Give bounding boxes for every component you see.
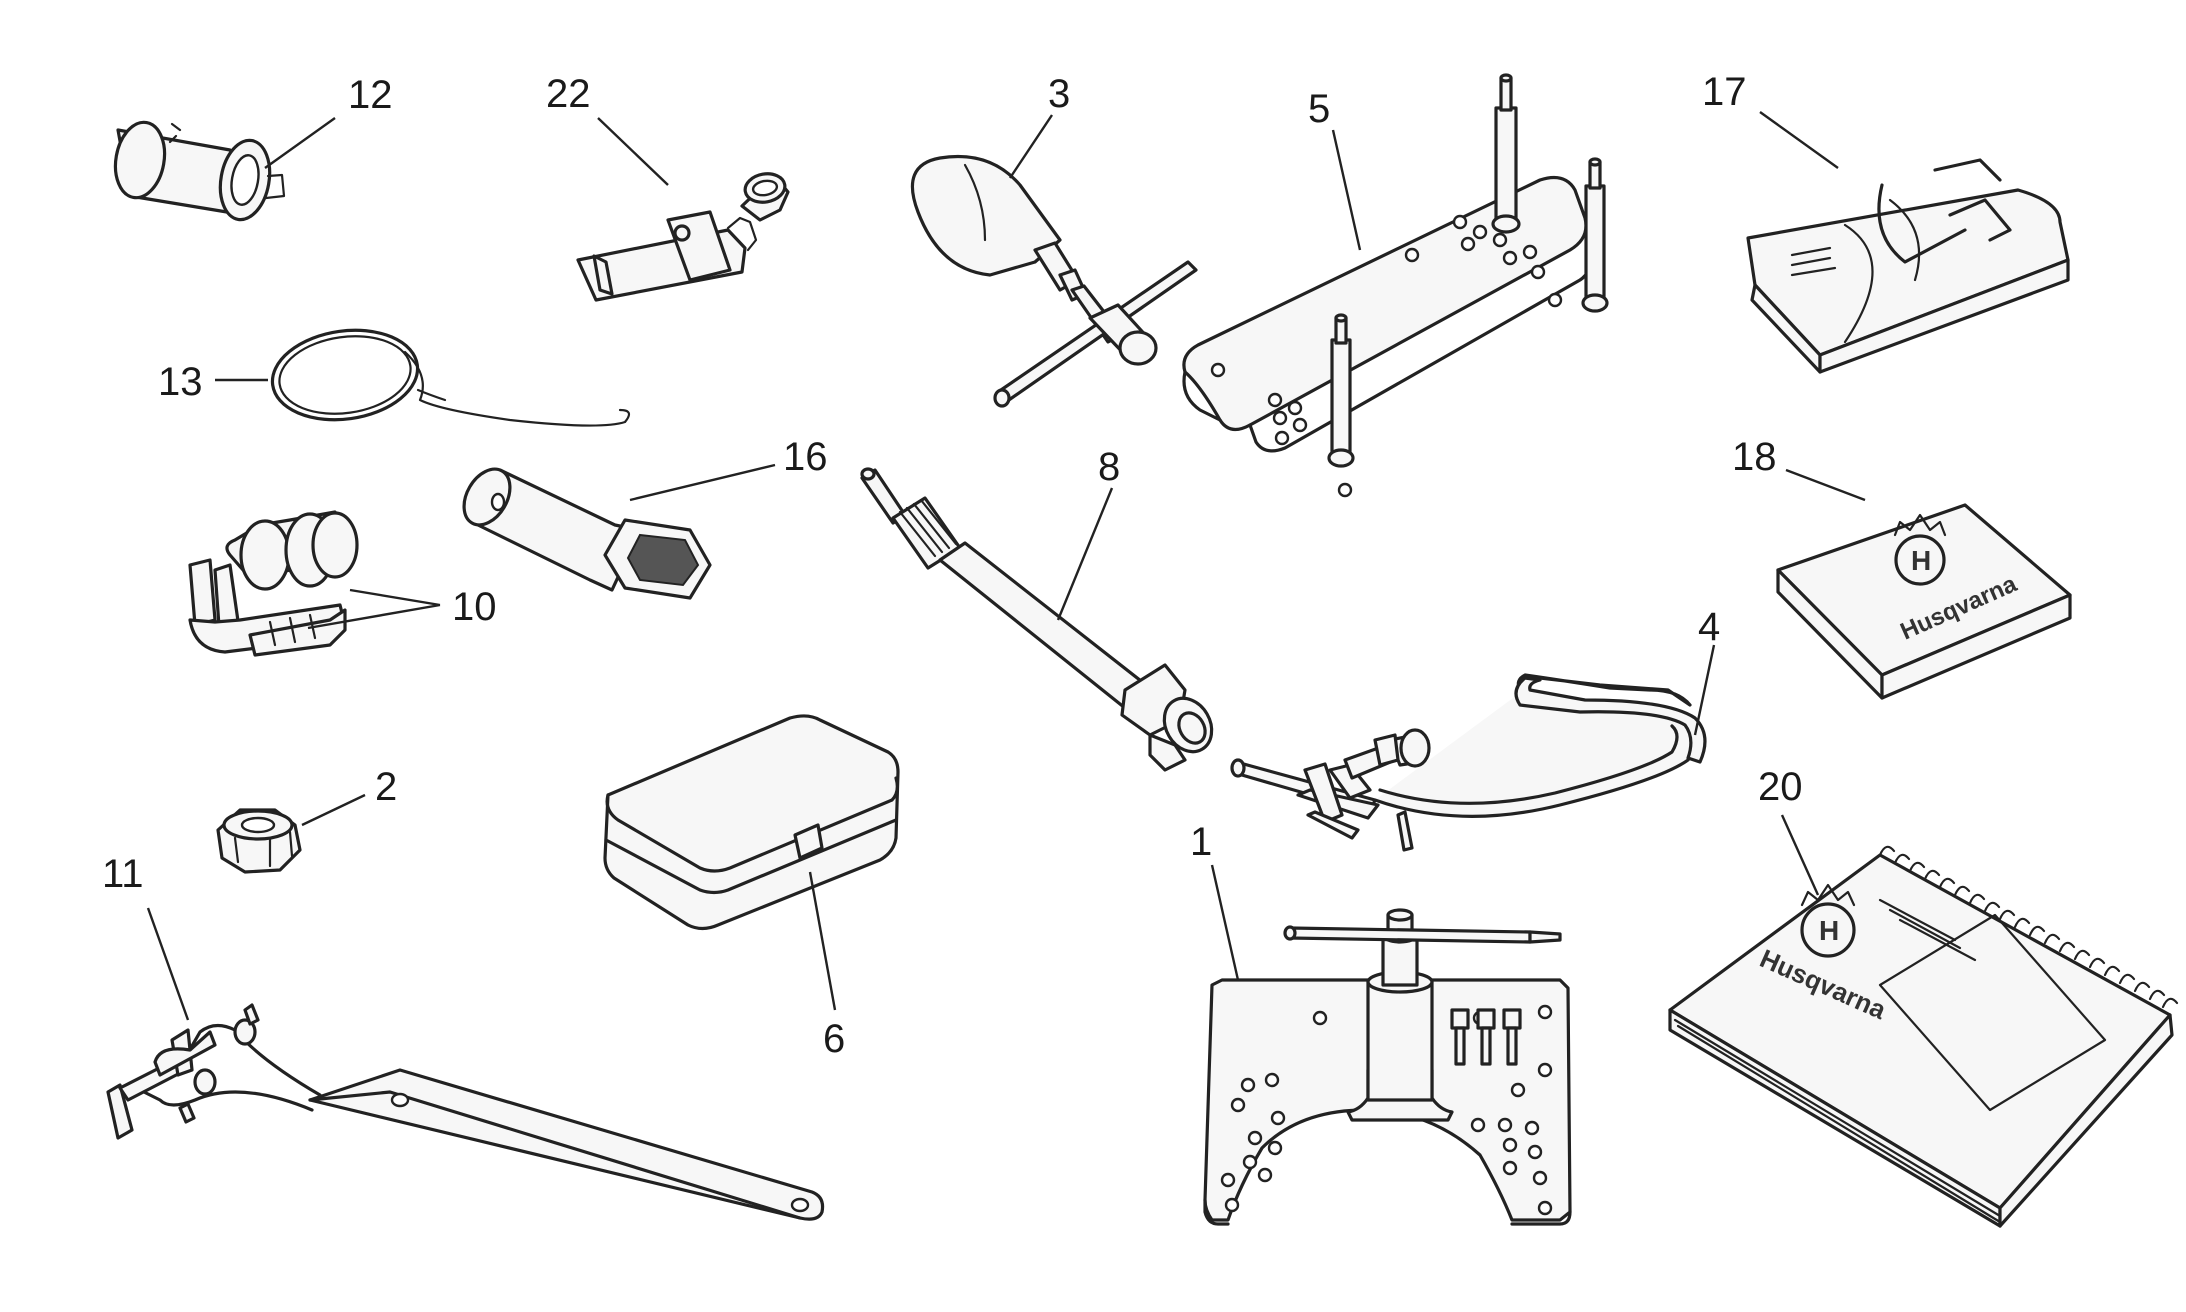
booklet-logo (1894, 534, 1946, 586)
part-13-wire-hook (270, 328, 631, 427)
callout-22: 22 (546, 72, 591, 116)
spiral-binding (1878, 845, 2179, 1009)
leader-1 (1210, 864, 1240, 981)
leader-18 (1785, 468, 1866, 502)
callout-4: 4 (1698, 605, 1720, 649)
part-18-booklet: H Husqvarna (1776, 503, 2072, 700)
callout-12: 12 (348, 73, 393, 117)
leader-10 (307, 588, 441, 630)
manual-logo (1800, 902, 1856, 958)
callout-3: 3 (1048, 72, 1070, 116)
leader-2 (301, 793, 366, 827)
part-1-puller-plate (1203, 908, 1572, 1226)
leader-12 (264, 117, 336, 169)
callout-6: 6 (823, 1017, 845, 1061)
part-11-holding-spanner (106, 1003, 825, 1221)
callout-13: 13 (158, 360, 203, 404)
callout-5: 5 (1308, 87, 1330, 131)
manual-logo-letter: H (1819, 915, 1839, 946)
leader-8 (1056, 487, 1114, 621)
leader-6 (808, 871, 837, 1011)
part-20-spiral-manual: H Husqvarna (1668, 845, 2179, 1228)
callout-10: 10 (452, 585, 497, 629)
part-6-case (603, 714, 900, 931)
part-2-nut (216, 808, 302, 874)
leader-4 (1693, 644, 1716, 736)
callout-8: 8 (1098, 445, 1120, 489)
callout-16: 16 (783, 435, 828, 479)
booklet-logo-letter: H (1911, 545, 1931, 576)
leader-5 (1331, 129, 1362, 251)
leader-20 (1780, 814, 1820, 896)
leader-3 (1009, 114, 1053, 179)
callout-1: 1 (1190, 820, 1212, 864)
part-4-bent-holder (1230, 673, 1707, 852)
leader-11 (146, 907, 190, 1021)
leader-17 (1759, 111, 1839, 169)
part-16-box-spanner (462, 467, 712, 600)
callout-2: 2 (375, 765, 397, 809)
part-8-long-tool (860, 467, 1214, 772)
leader-16 (629, 463, 776, 502)
callout-18: 18 (1732, 435, 1777, 479)
part-22-key-tag (576, 172, 790, 302)
part-12-socket-sleeve (113, 120, 286, 222)
part-17-manual (1746, 158, 2070, 374)
part-5-fixture-plate (1182, 73, 1609, 498)
leader-22 (597, 117, 669, 186)
part-3-t-handle-puller (910, 154, 1198, 408)
callout-20: 20 (1758, 765, 1803, 809)
part-10-bushings (188, 510, 359, 657)
callout-11: 11 (102, 852, 144, 896)
callout-17: 17 (1702, 70, 1747, 114)
